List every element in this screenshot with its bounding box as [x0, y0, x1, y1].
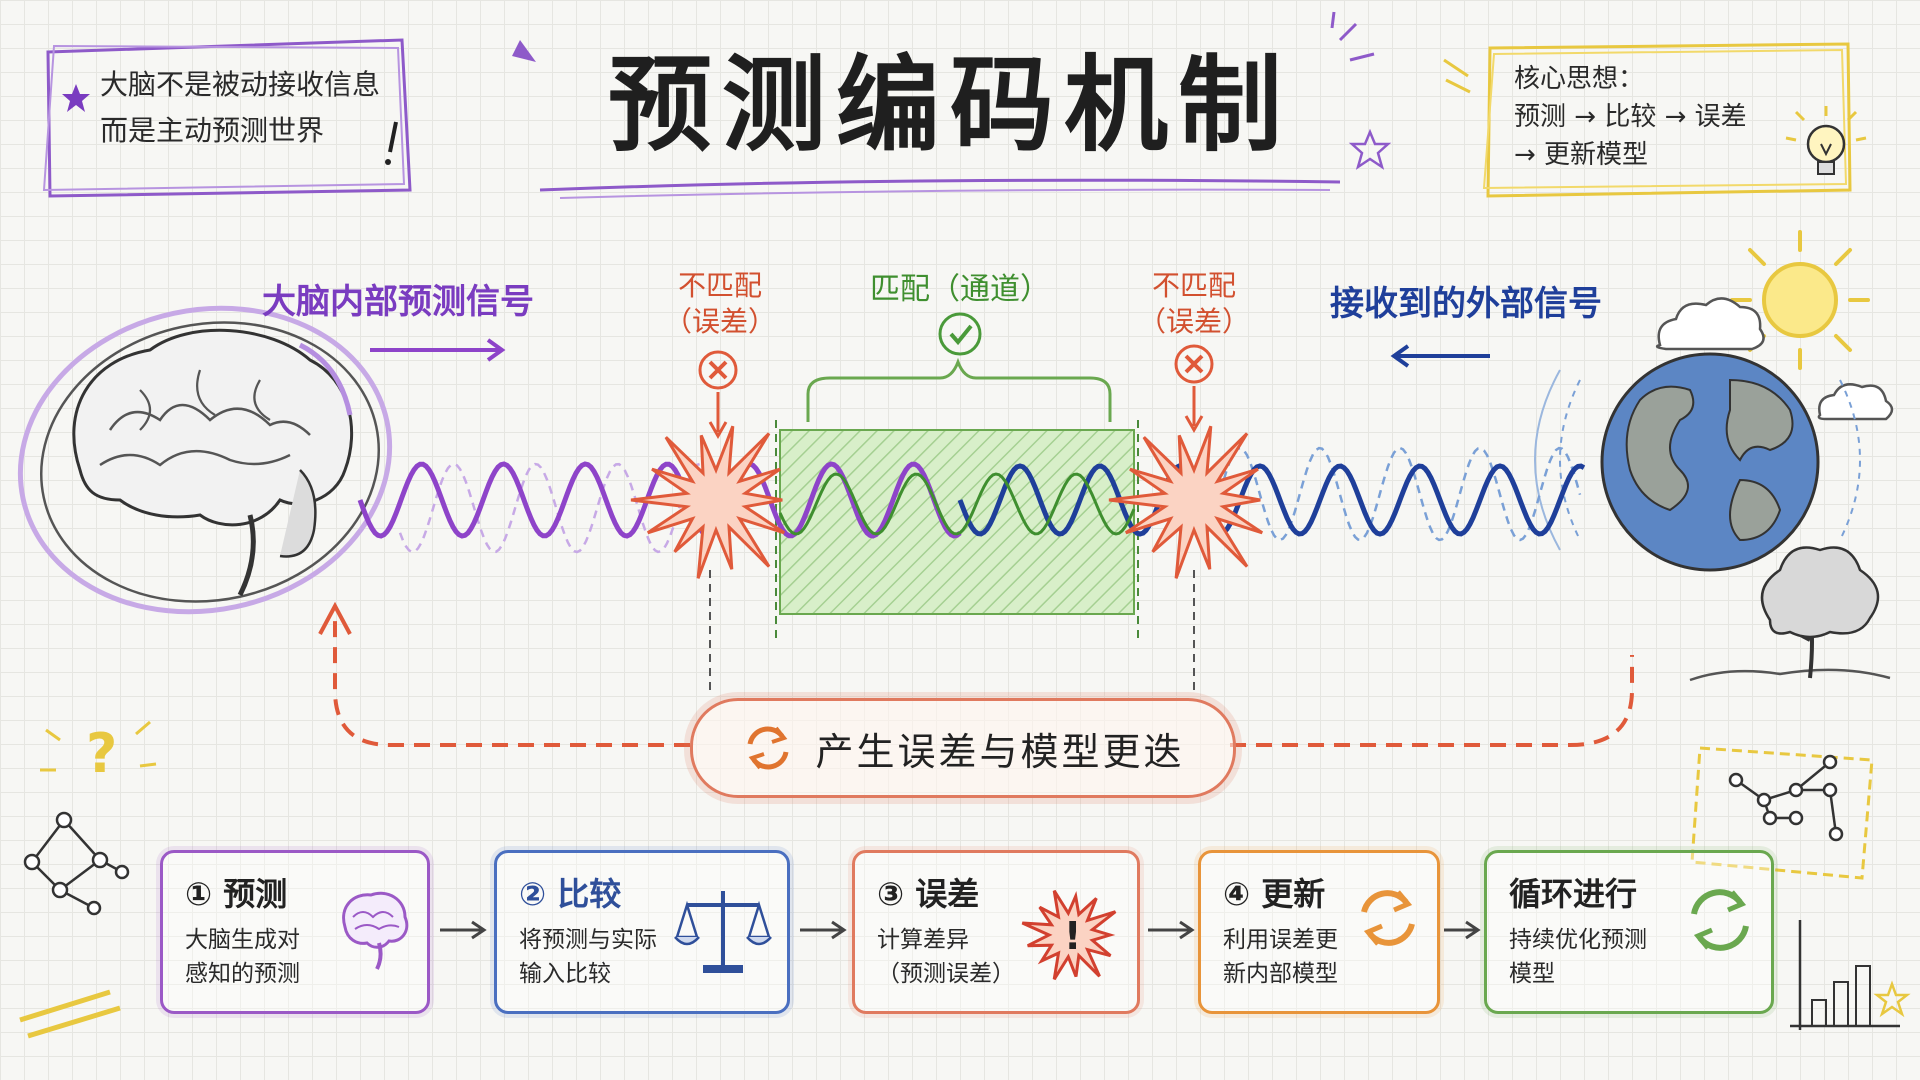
arrow-left-icon [1390, 344, 1490, 368]
step-error: ③ 误差 计算差异 （预测误差） ! [852, 850, 1140, 1014]
step-update-line2: 新内部模型 [1223, 961, 1338, 987]
exclamation-icon [385, 121, 398, 165]
question-icon: ? [40, 720, 157, 785]
cycle-pill: 产生误差与模型更迭 [690, 698, 1236, 798]
step-predict: ① 预测 大脑生成对 感知的预测 [160, 850, 430, 1014]
step-update-desc: 利用误差更 新内部模型 [1223, 923, 1338, 991]
step-update-title: ④ 更新 [1223, 875, 1326, 913]
feedback-loop [318, 601, 1634, 747]
step-update: ④ 更新 利用误差更 新内部模型 [1198, 850, 1440, 1014]
tree-icon [1689, 546, 1891, 682]
step-predict-line1: 大脑生成对 [185, 927, 300, 953]
cycle-icon [1691, 889, 1749, 951]
cycle-icon [1361, 890, 1415, 946]
step-predict-desc: 大脑生成对 感知的预测 [185, 923, 300, 991]
step-loop-line1: 持续优化预测 [1509, 927, 1647, 953]
step-predict-title: ① 预测 [185, 875, 288, 913]
label-match: 匹配（通道） [870, 272, 1050, 307]
cloud-icon [1655, 297, 1894, 421]
step-compare-desc: 将预测与实际 输入比较 [519, 923, 657, 991]
label-mismatch-right: 不匹配 （误差） [1134, 268, 1254, 340]
left-note: 大脑不是被动接收信息 而是主动预测世界 [70, 62, 400, 154]
network-box-icon [1690, 746, 1874, 880]
cycle-label: 产生误差与模型更迭 [815, 729, 1185, 774]
svg-text:?: ? [86, 722, 117, 785]
label-mismatch-left: 不匹配 （误差） [660, 268, 780, 340]
deco-marks-icon [1443, 58, 1471, 94]
step-compare: ② 比较 将预测与实际 输入比较 [494, 850, 790, 1014]
mismatch-right-line1: 不匹配 [1151, 269, 1236, 302]
deco-sparks-icon [1330, 11, 1375, 62]
check-icon [938, 312, 982, 356]
label-internal-signal: 大脑内部预测信号 [262, 282, 534, 322]
cross-icon-right [1174, 344, 1214, 434]
error-burst-right [1108, 425, 1264, 690]
step-loop-desc: 持续优化预测 模型 [1509, 923, 1647, 991]
network-icon [23, 811, 130, 916]
page-title: 预测编码机制 [607, 43, 1292, 166]
waves [357, 446, 1586, 554]
left-note-line2: 而是主动预测世界 [100, 114, 325, 147]
globe-icon [1534, 352, 1861, 572]
scales-icon [674, 891, 772, 973]
step-update-line1: 利用误差更 [1223, 927, 1338, 953]
match-zone [775, 357, 1139, 640]
left-note-box [42, 38, 412, 198]
bar-chart-icon [1790, 920, 1911, 1030]
step-compare-line2: 输入比较 [519, 961, 611, 987]
label-external-signal: 接收到的外部信号 [1330, 284, 1602, 324]
deco-triangle-icon [512, 40, 536, 62]
step-loop-line2: 模型 [1509, 961, 1555, 987]
right-note: 核心思想： 预测 → 比较 → 误差 → 更新模型 [1514, 60, 1814, 174]
step-error-title: ③ 误差 [877, 875, 980, 913]
deco-star-icon [1348, 128, 1392, 170]
left-note-line1: 大脑不是被动接收信息 [100, 68, 381, 101]
right-note-heading: 核心思想： [1514, 64, 1645, 94]
step-compare-title: ② 比较 [519, 875, 622, 913]
step-error-line2: （预测误差） [877, 961, 1015, 987]
right-note-box [1482, 42, 1852, 198]
cross-icon-left [698, 350, 738, 440]
lightbulb-icon [1785, 106, 1867, 175]
step-error-line1: 计算差异 [877, 927, 969, 953]
mismatch-left-line1: 不匹配 [677, 269, 762, 302]
step-error-desc: 计算差异 （预测误差） [877, 923, 1015, 991]
step-arrows [440, 920, 1481, 940]
title-underline [539, 178, 1341, 199]
svg-text:!: ! [1064, 914, 1081, 958]
step-compare-line1: 将预测与实际 [519, 927, 657, 953]
step-predict-line2: 感知的预测 [185, 961, 300, 987]
step-loop-title: 循环进行 [1509, 875, 1638, 913]
mismatch-right-line2: （误差） [1137, 305, 1250, 338]
right-note-line1: 预测 → 比较 → 误差 [1514, 102, 1747, 132]
right-note-line2: → 更新模型 [1514, 140, 1649, 170]
cycle-icon [748, 726, 789, 770]
step-loop: 循环进行 持续优化预测 模型 [1484, 850, 1774, 1014]
mismatch-left-line2: （误差） [663, 305, 776, 338]
error-burst-left [630, 425, 786, 690]
star-icon [62, 84, 90, 112]
deco-scribble [19, 989, 121, 1039]
brain-icon [342, 891, 409, 970]
brain-icon [17, 305, 393, 615]
arrow-right-icon [370, 338, 506, 362]
burst-icon: ! [1021, 889, 1117, 981]
